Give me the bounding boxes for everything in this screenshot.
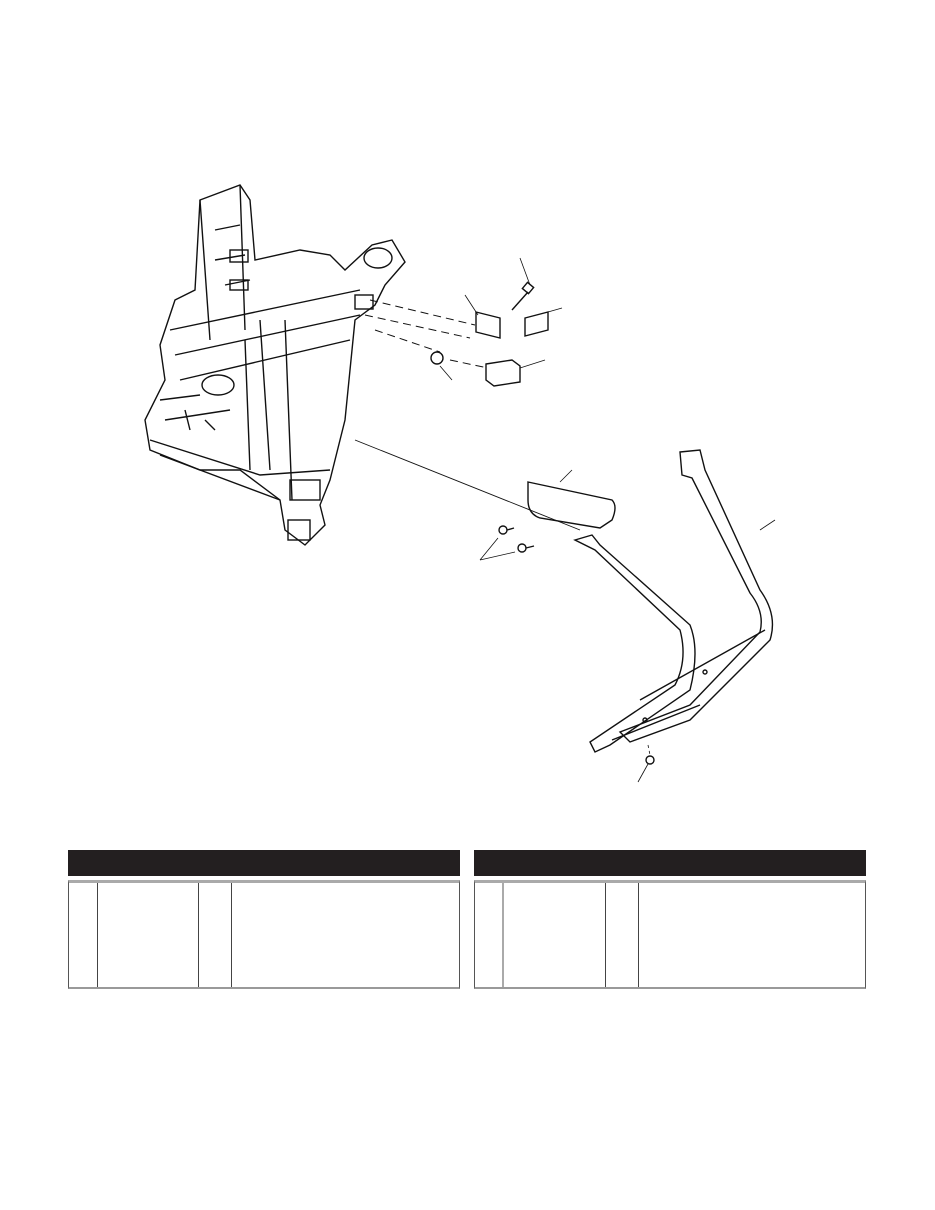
parts-table-left (68, 850, 460, 989)
column-divider (97, 883, 98, 987)
bolt (511, 257, 535, 311)
decal (524, 307, 563, 337)
column-divider (605, 883, 606, 987)
column-divider (638, 883, 639, 987)
mount-leader-line (354, 439, 581, 531)
spacer-block (485, 359, 546, 387)
bumper-plate (527, 469, 616, 529)
front-bumper (573, 449, 776, 753)
table-header (474, 850, 866, 876)
bracket-plate (464, 294, 501, 339)
table-body (474, 880, 866, 989)
parts-table-right (474, 850, 866, 989)
nut (430, 351, 453, 381)
leader-lines (364, 299, 489, 369)
tractor-frame (144, 184, 406, 546)
table-body (68, 880, 460, 989)
column-divider (502, 883, 504, 987)
exploded-parts-diagram (144, 184, 776, 783)
column-divider (198, 883, 199, 987)
screws (479, 525, 535, 561)
column-divider (231, 883, 232, 987)
table-header (68, 850, 460, 876)
bottom-screw (637, 744, 655, 783)
